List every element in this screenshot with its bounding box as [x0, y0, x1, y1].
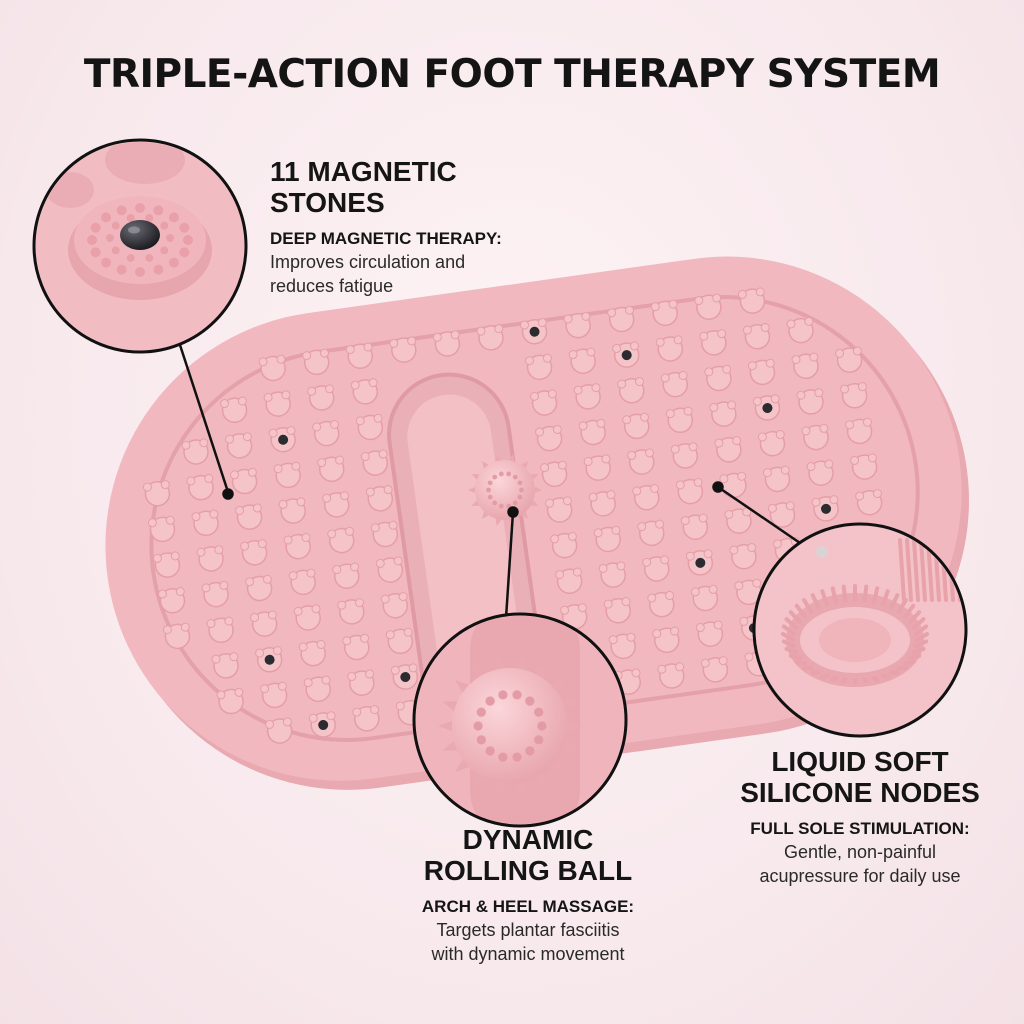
foot-mat [105, 256, 969, 790]
feature-description: Targets plantar fasciitis with dynamic m… [431, 920, 625, 964]
track-ball [468, 453, 542, 527]
magnetic-stone-icon [32, 138, 248, 354]
feature-magnetic-stones: 11 MAGNETIC STONES DEEP MAGNETIC THERAPY… [270, 156, 610, 298]
feature-subheading: FULL SOLE STIMULATION: [750, 819, 970, 838]
feature-silicone-nodes: LIQUID SOFT SILICONE NODES FULL SOLE STI… [700, 746, 1020, 888]
feature-heading: 11 MAGNETIC STONES [270, 156, 457, 218]
feature-subheading: DEEP MAGNETIC THERAPY: [270, 229, 502, 248]
feature-description: Improves circulation and reduces fatigue [270, 252, 466, 296]
feature-rolling-ball: DYNAMIC ROLLING BALL ARCH & HEEL MASSAGE… [348, 824, 708, 966]
callout-lines [178, 344, 801, 619]
silicone-node-icon [752, 522, 968, 738]
feature-subheading: ARCH & HEEL MASSAGE: [421, 897, 635, 916]
page-title: TRIPLE-ACTION FOOT THERAPY SYSTEM [83, 52, 941, 97]
feature-heading: LIQUID SOFT SILICONE NODES [740, 746, 980, 808]
feature-heading: DYNAMIC ROLLING BALL [423, 824, 633, 886]
feature-description: Gentle, non-painful acupressure for dail… [759, 842, 961, 886]
rolling-ball-icon [412, 612, 628, 828]
